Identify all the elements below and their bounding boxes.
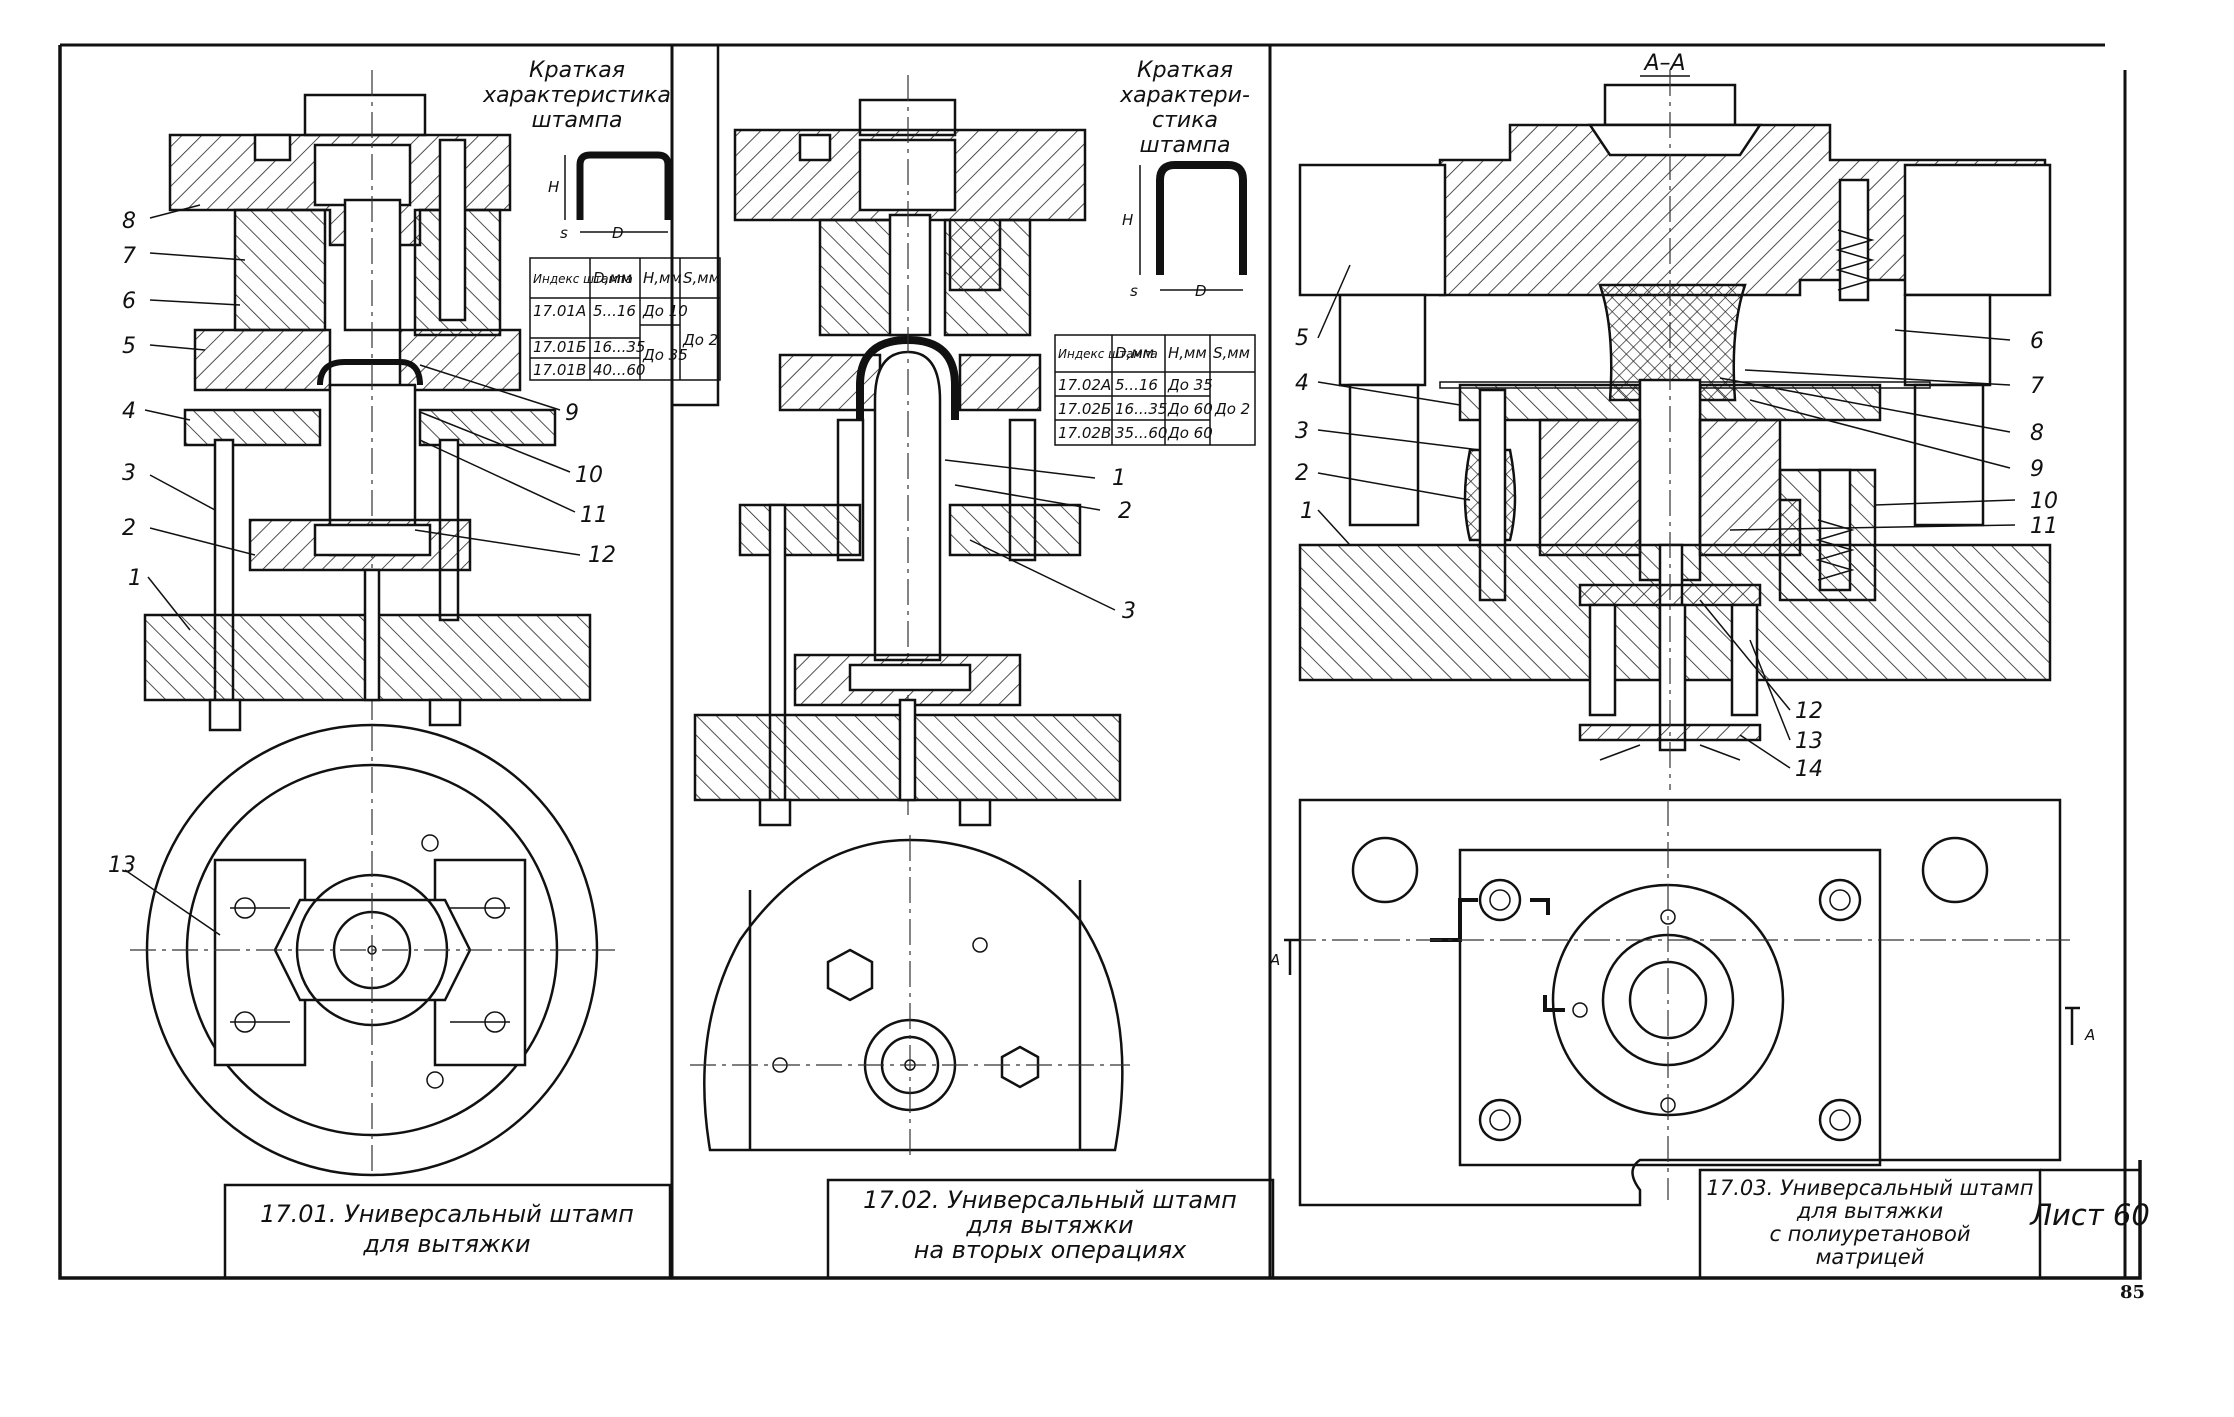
p2-th-h: H,мм	[1168, 344, 1207, 362]
p2-row3-d: 35...60	[1115, 424, 1167, 442]
p1-callout-9: 9	[565, 401, 579, 426]
p2-callout-2: 2	[1118, 499, 1132, 524]
p1-callout-4: 4	[122, 399, 136, 424]
svg-text:Краткая: Краткая	[529, 58, 625, 83]
p3-caption-line4: матрицей	[1816, 1245, 1925, 1269]
svg-text:Краткая: Краткая	[1137, 58, 1233, 83]
svg-text:s: s	[560, 224, 568, 242]
p1-merged-s: До 2	[682, 331, 718, 349]
p1-caption-line1: 17.01. Универсальный штамп	[260, 1200, 634, 1228]
p3-cut-mark-left: A	[1269, 951, 1280, 969]
p1-th-index: Индекс штампа	[533, 272, 633, 286]
p1-characteristic: Краткая характеристика штампа H s D	[482, 58, 721, 381]
p2-row1-index: 17.02А	[1058, 376, 1111, 394]
p3-caption-line3: с полиуретановой	[1769, 1222, 1970, 1246]
p3-callout-2: 2	[1295, 461, 1309, 486]
p2-caption-line2: для вытяжки	[965, 1211, 1133, 1239]
sheet-label: Лист 60	[2029, 1198, 2150, 1232]
p2-characteristic: Краткая характери- стика штампа H s D	[1054, 58, 1256, 446]
p1-caption-box	[223, 1183, 672, 1280]
p1-row1-index: 17.01А	[533, 302, 586, 320]
p1-callout-11: 11	[580, 503, 608, 528]
p1-callout-8: 8	[122, 209, 136, 234]
svg-text:H: H	[548, 178, 559, 196]
p1-callout-5: 5	[122, 334, 136, 359]
p1-callout-6: 6	[122, 289, 136, 314]
p3-callout-5: 5	[1295, 326, 1309, 351]
p3-callout-14: 14	[1795, 757, 1823, 782]
p1-th-h: H,мм	[643, 269, 682, 287]
p1-callout-1: 1	[128, 566, 142, 591]
p3-caption-line1: 17.03. Универсальный штамп	[1706, 1176, 2033, 1200]
p2-row3-index: 17.02В	[1058, 424, 1111, 442]
panel-1-section-view	[124, 70, 615, 1177]
panel-2-section-view	[690, 75, 1130, 1160]
p2-callout-3: 3	[1122, 599, 1136, 624]
p3-callout-13: 13	[1795, 729, 1823, 754]
svg-text:характери-: характери-	[1119, 83, 1250, 108]
p1-row3-d: 40...60	[593, 361, 645, 379]
p1-caption-line2: для вытяжки	[362, 1230, 530, 1258]
p1-row2-d: 16...35	[593, 338, 645, 356]
p1-row1-d: 5...16	[593, 302, 636, 320]
p1-callout-2: 2	[122, 516, 136, 541]
section-label: A–A	[1642, 51, 1685, 76]
p2-caption-line3: на вторых операциях	[914, 1236, 1187, 1264]
p1-callout-3: 3	[122, 461, 136, 486]
p2-merged-s: До 2	[1214, 400, 1250, 418]
p1-row3-index: 17.01В	[533, 361, 586, 379]
p1-merged-h: До 35	[642, 346, 688, 364]
p3-callout-12: 12	[1795, 699, 1823, 724]
p2-row3-h: До 60	[1167, 424, 1213, 442]
p3-caption-box	[1698, 1168, 2042, 1280]
p2-th-index: Индекс штампа	[1058, 347, 1158, 361]
p3-callout-11: 11	[2030, 514, 2058, 539]
p3-callout-1: 1	[1300, 499, 1314, 524]
p1-callout-10: 10	[575, 463, 603, 488]
p2-th-s: S,мм	[1213, 344, 1250, 362]
p2-callout-1: 1	[1112, 466, 1126, 491]
svg-text:D: D	[1195, 282, 1207, 300]
p2-row1-h: До 35	[1167, 376, 1213, 394]
p1-th-d: D,мм	[593, 269, 632, 287]
p1-callout-12: 12	[588, 543, 616, 568]
p1-th-s: S,мм	[683, 269, 720, 287]
p1-row2-index: 17.01Б	[533, 338, 586, 356]
p1-row1-h: До 10	[642, 302, 688, 320]
svg-text:стика: стика	[1152, 108, 1218, 133]
p3-callout-7: 7	[2030, 374, 2044, 399]
p2-row1-d: 5...16	[1115, 376, 1158, 394]
p1-callout-13: 13	[108, 853, 136, 878]
p3-callout-4: 4	[1295, 371, 1309, 396]
p2-row2-d: 16...35	[1115, 400, 1167, 418]
svg-text:характеристика: характеристика	[482, 83, 671, 108]
p3-cut-mark-right: A	[2084, 1026, 2095, 1044]
svg-text:s: s	[1130, 282, 1138, 300]
p3-callout-8: 8	[2030, 421, 2044, 446]
p2-row2-h: До 60	[1167, 400, 1213, 418]
svg-text:штампа: штампа	[532, 108, 623, 133]
panel-3-section-view	[1284, 70, 2080, 1207]
p2-caption-box	[826, 1178, 1275, 1280]
svg-text:H: H	[1122, 211, 1133, 229]
p3-callout-10: 10	[2030, 489, 2058, 514]
p3-callout-3: 3	[1295, 419, 1309, 444]
p3-callout-9: 9	[2030, 457, 2044, 482]
page-number: 85	[2120, 1282, 2145, 1303]
p3-callout-6: 6	[2030, 329, 2044, 354]
p2-caption-line1: 17.02. Универсальный штамп	[863, 1186, 1237, 1214]
svg-text:D: D	[612, 224, 624, 242]
p2-th-d: D,мм	[1115, 344, 1154, 362]
p3-caption-line2: для вытяжки	[1796, 1199, 1943, 1223]
p1-callout-7: 7	[122, 244, 136, 269]
p2-row2-index: 17.02Б	[1058, 400, 1111, 418]
svg-text:штампа: штампа	[1140, 133, 1231, 158]
